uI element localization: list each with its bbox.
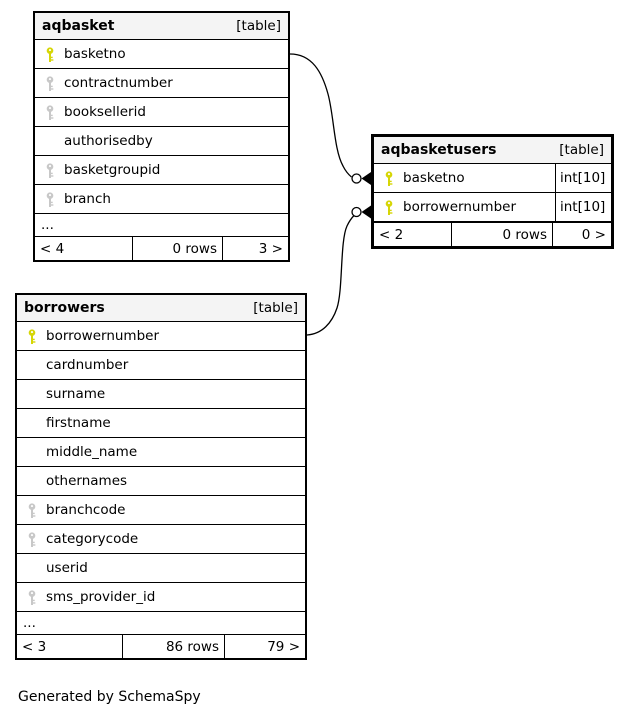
column-type: int[10] xyxy=(555,193,611,221)
no-key-spacer xyxy=(45,134,55,149)
zero-or-one-dot xyxy=(351,206,362,218)
column-name: basketno xyxy=(403,170,465,186)
column-row: cardnumber xyxy=(17,351,305,380)
table-type-badge: [table] xyxy=(253,300,298,316)
relationship-borrowers-borrowernumber xyxy=(306,205,371,336)
column-row: firstname xyxy=(17,409,305,438)
relationship-aqbasket-basketno xyxy=(289,53,371,185)
table-aqbasket[interactable]: aqbasket [table] basketno contractnumber… xyxy=(33,11,290,262)
foreign-key-icon xyxy=(27,502,37,518)
column-row: branch xyxy=(35,185,288,214)
column-row: borrowernumber xyxy=(17,322,305,351)
table-header[interactable]: borrowers [table] xyxy=(17,295,305,322)
column-name: borrowernumber xyxy=(46,328,160,344)
table-aqbasketusers[interactable]: aqbasketusers [table] basketno int[10] b… xyxy=(371,134,614,249)
column-row: userid xyxy=(17,554,305,583)
column-row: othernames xyxy=(17,467,305,496)
column-name: booksellerid xyxy=(64,104,146,120)
column-name: middle_name xyxy=(46,444,138,460)
column-name: sms_provider_id xyxy=(46,589,156,605)
arrowhead xyxy=(361,172,371,185)
table-header[interactable]: aqbasket [table] xyxy=(35,13,288,40)
table-footer: < 3 86 rows 79 > xyxy=(17,635,305,658)
column-row: branchcode xyxy=(17,496,305,525)
no-key-spacer xyxy=(27,358,37,373)
table-header[interactable]: aqbasketusers [table] xyxy=(374,137,611,164)
no-key-spacer xyxy=(27,416,37,431)
foreign-key-icon xyxy=(45,191,55,207)
foreign-key-icon xyxy=(45,104,55,120)
no-key-spacer xyxy=(27,445,37,460)
no-key-spacer xyxy=(27,474,37,489)
no-key-spacer xyxy=(27,561,37,576)
primary-key-icon xyxy=(384,170,394,186)
column-name: contractnumber xyxy=(64,75,173,91)
column-row: sms_provider_id xyxy=(17,583,305,612)
table-title[interactable]: aqbasket xyxy=(42,18,115,34)
children-count: 3 > xyxy=(258,240,283,257)
column-name: othernames xyxy=(46,473,128,489)
column-name: firstname xyxy=(46,415,111,431)
arrowhead xyxy=(361,205,371,219)
column-row: authorisedby xyxy=(35,127,288,156)
primary-key-icon xyxy=(27,328,37,344)
column-name: surname xyxy=(46,386,106,402)
column-name: branchcode xyxy=(46,502,126,518)
table-title[interactable]: aqbasketusers xyxy=(381,142,497,158)
column-row: basketno int[10] xyxy=(374,164,611,193)
parents-count: < 4 xyxy=(35,237,133,260)
foreign-key-icon xyxy=(27,531,37,547)
column-name: basketgroupid xyxy=(64,162,161,178)
foreign-key-icon xyxy=(27,589,37,605)
column-type: int[10] xyxy=(555,164,611,192)
no-key-spacer xyxy=(27,387,37,402)
foreign-key-icon xyxy=(45,162,55,178)
parents-count: < 3 xyxy=(17,635,123,658)
row-count: 86 rows xyxy=(123,635,225,658)
more-columns-ellipsis: ... xyxy=(35,214,288,237)
primary-key-icon xyxy=(45,46,55,62)
column-row: basketgroupid xyxy=(35,156,288,185)
column-name: userid xyxy=(46,560,88,576)
column-name: authorisedby xyxy=(64,133,153,149)
row-count: 0 rows xyxy=(133,237,223,260)
column-row: booksellerid xyxy=(35,98,288,127)
zero-or-one-dot xyxy=(351,173,362,184)
column-row: categorycode xyxy=(17,525,305,554)
column-name: branch xyxy=(64,191,111,207)
foreign-key-icon xyxy=(45,75,55,91)
column-name: cardnumber xyxy=(46,357,129,373)
table-title[interactable]: borrowers xyxy=(24,300,105,316)
table-borrowers[interactable]: borrowers [table] borrowernumber cardnum… xyxy=(15,293,307,660)
primary-key-icon xyxy=(384,199,394,215)
column-row: middle_name xyxy=(17,438,305,467)
column-name: borrowernumber xyxy=(403,199,517,215)
column-row: surname xyxy=(17,380,305,409)
table-footer: < 4 0 rows 3 > xyxy=(35,237,288,260)
column-row: borrowernumber int[10] xyxy=(374,193,611,222)
generator-note: Generated by SchemaSpy xyxy=(18,689,201,705)
more-columns-ellipsis: ... xyxy=(17,612,305,635)
table-type-badge: [table] xyxy=(559,142,604,158)
row-count: 0 rows xyxy=(452,223,553,246)
children-count: 79 > xyxy=(267,638,300,655)
column-name: basketno xyxy=(64,46,126,62)
children-count: 0 > xyxy=(581,226,606,243)
table-type-badge: [table] xyxy=(236,18,281,34)
parents-count: < 2 xyxy=(374,223,452,246)
column-row: basketno xyxy=(35,40,288,69)
column-name: categorycode xyxy=(46,531,139,547)
table-footer: < 2 0 rows 0 > xyxy=(374,222,611,246)
column-row: contractnumber xyxy=(35,69,288,98)
